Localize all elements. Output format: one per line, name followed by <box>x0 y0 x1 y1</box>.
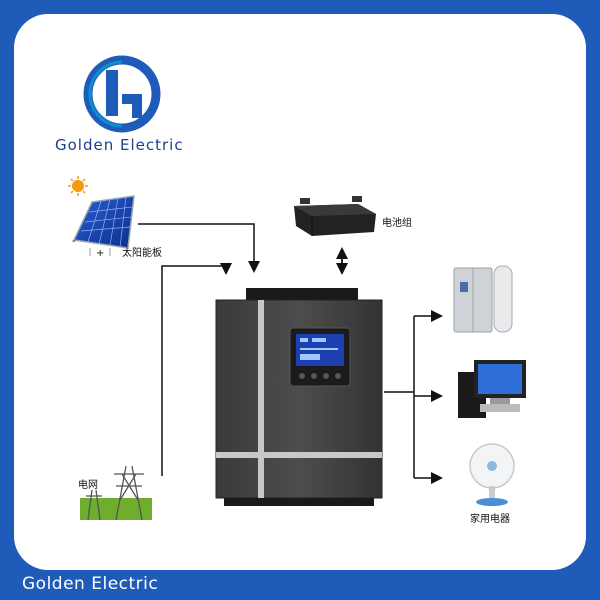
solar-panel-icon <box>72 195 135 256</box>
desktop-computer-icon <box>458 360 526 418</box>
inverter-button[interactable] <box>299 373 305 379</box>
inverter-button[interactable] <box>311 373 317 379</box>
sun-icon <box>68 176 88 196</box>
grid-label: 电网 <box>78 480 98 491</box>
battery-icon <box>294 196 376 236</box>
brand-logo-icon <box>83 55 161 133</box>
electric-fan-icon <box>469 443 515 506</box>
panel-minus-label: - <box>72 236 76 247</box>
inverter-unit <box>215 288 383 506</box>
panel-plus-label: + <box>96 248 105 259</box>
battery-label: 电池组 <box>382 218 412 229</box>
power-tower-icon <box>80 465 152 521</box>
connection-lines <box>138 223 443 484</box>
appliances-label: 家用电器 <box>470 514 510 525</box>
inverter-button[interactable] <box>323 373 329 379</box>
inverter-button[interactable] <box>335 373 341 379</box>
refrigerator-icon <box>453 265 513 333</box>
footer-brand: Golden Electric <box>22 574 159 594</box>
brand-name: Golden Electric <box>55 136 184 154</box>
solar-panel-label: 太阳能板 <box>122 248 162 259</box>
